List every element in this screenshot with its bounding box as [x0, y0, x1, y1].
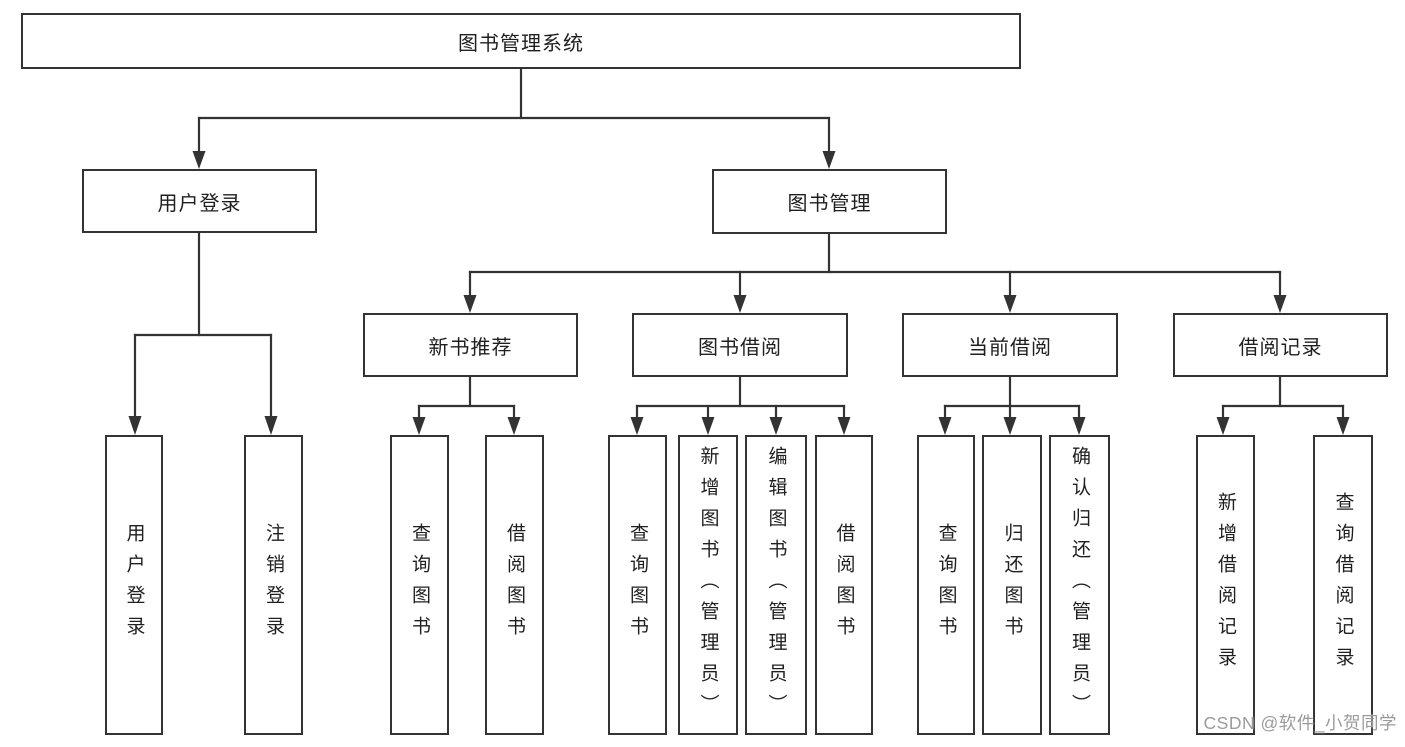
node-user-login: 用户登录 — [82, 169, 317, 233]
node-label: 查询借阅记录 — [1332, 492, 1354, 678]
node-label: 用户登录 — [157, 192, 242, 215]
node-new-book-recommend: 新书推荐 — [363, 313, 578, 377]
leaf-edit-book-admin: 编辑图书（管理员） — [745, 435, 807, 735]
node-label: 新书推荐 — [428, 336, 513, 359]
node-label: 确认归还（管理员） — [1069, 445, 1090, 725]
node-label: 借阅记录 — [1238, 336, 1323, 359]
leaf-add-book-admin: 新增图书（管理员） — [678, 435, 738, 735]
node-root-library-system: 图书管理系统 — [21, 13, 1021, 69]
node-label: 编辑图书（管理员） — [765, 445, 787, 725]
leaf-query-books-borrow: 查询图书 — [608, 435, 667, 735]
node-label: 归还图书 — [1001, 523, 1023, 647]
leaf-confirm-return-admin: 确认归还（管理员） — [1049, 435, 1110, 735]
leaf-user-login: 用户登录 — [105, 435, 163, 735]
node-label: 新增图书（管理员） — [697, 445, 719, 725]
arrowhead-icons — [128, 151, 1350, 435]
node-label: 查询图书 — [935, 523, 957, 647]
node-borrowing-records: 借阅记录 — [1173, 313, 1388, 377]
node-label: 注销登录 — [263, 523, 284, 647]
leaf-add-borrow-record: 新增借阅记录 — [1196, 435, 1255, 735]
node-label: 借阅图书 — [504, 523, 525, 647]
leaf-query-borrow-record: 查询借阅记录 — [1313, 435, 1373, 735]
node-label: 新增借阅记录 — [1215, 492, 1236, 678]
node-current-borrowing: 当前借阅 — [902, 313, 1118, 377]
node-label: 当前借阅 — [968, 336, 1052, 359]
node-label: 图书管理 — [787, 193, 872, 215]
node-label: 用户登录 — [123, 523, 145, 647]
leaf-borrow-books-recommend: 借阅图书 — [485, 435, 544, 735]
node-label: 查询图书 — [409, 523, 430, 647]
node-label: 借阅图书 — [833, 523, 855, 647]
leaf-query-books-current: 查询图书 — [917, 435, 975, 735]
leaf-logout: 注销登录 — [244, 435, 303, 735]
leaf-query-books-recommend: 查询图书 — [390, 435, 449, 735]
node-label: 图书借阅 — [698, 336, 782, 359]
node-label: 图书管理系统 — [458, 32, 584, 55]
node-book-management: 图书管理 — [712, 169, 947, 234]
leaf-return-book: 归还图书 — [982, 435, 1042, 735]
leaf-borrow-books: 借阅图书 — [815, 435, 873, 735]
node-book-borrowing: 图书借阅 — [632, 313, 848, 377]
node-label: 查询图书 — [627, 523, 648, 647]
watermark: CSDN @软件_小贺同学 — [1203, 713, 1397, 733]
